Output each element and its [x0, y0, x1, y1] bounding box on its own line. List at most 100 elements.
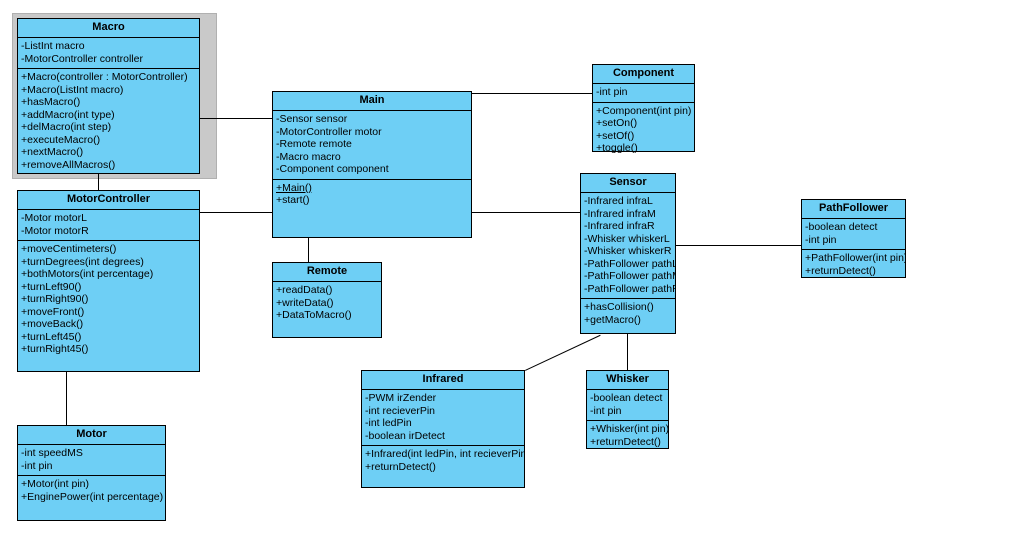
attribute-row: -Infrared infraM — [584, 207, 656, 220]
attribute-row: -Whisker whiskerL — [584, 232, 670, 245]
class-methods-infrared: +Infrared(int ledPin, int recieverPin) +… — [362, 446, 524, 476]
attribute-row: -Infrared infraR — [584, 220, 655, 232]
method-row: +Component(int pin) — [596, 104, 692, 117]
method-row: +setOn() — [596, 117, 638, 129]
class-attributes-component: -int pin — [593, 84, 694, 103]
class-box-motor[interactable]: Motor -int speedMS -int pin +Motor(int p… — [17, 425, 166, 521]
association-sensor-infrared — [525, 334, 601, 371]
method-row: +removeAllMacros() — [21, 158, 116, 171]
attribute-row: -Whisker whiskerR — [584, 245, 672, 257]
attribute-row: -int pin — [590, 404, 622, 417]
method-row: +bothMotors(int percentage) — [21, 268, 154, 280]
association-macro-main — [197, 118, 273, 119]
class-methods-main: +Main() +start() — [273, 180, 471, 210]
attribute-row: -Component component — [276, 163, 389, 175]
class-title-sensor: Sensor — [581, 174, 675, 193]
class-box-pathfollower[interactable]: PathFollower -boolean detect -int pin +P… — [801, 199, 906, 278]
method-row: +readData() — [276, 284, 333, 296]
class-attributes-motorcontroller: -Motor motorL -Motor motorR — [18, 210, 199, 241]
association-sensor-whisker — [627, 334, 628, 371]
class-attributes-macro: -ListInt macro -MotorController controll… — [18, 38, 199, 69]
attribute-row: -int speedMS — [21, 447, 83, 459]
class-title-pathfollower: PathFollower — [802, 200, 905, 219]
method-row: +turnLeft90() — [21, 280, 82, 293]
class-attributes-main: -Sensor sensor -MotorController motor -R… — [273, 111, 471, 180]
class-title-macro: Macro — [18, 19, 199, 38]
class-title-whisker: Whisker — [587, 371, 668, 390]
method-row: +Macro(ListInt macro) — [21, 83, 124, 96]
attribute-row: -MotorController motor — [276, 125, 382, 138]
attribute-row: -Macro macro — [276, 150, 341, 163]
method-row: +PathFollower(int pin) — [805, 252, 905, 264]
association-main-component — [472, 93, 593, 94]
class-methods-remote: +readData() +writeData() +DataToMacro() — [273, 282, 381, 325]
association-macro-motorcontroller — [98, 171, 99, 191]
attribute-row: -int pin — [596, 86, 628, 98]
method-row-static: +Main() — [276, 181, 312, 194]
class-title-main: Main — [273, 92, 471, 111]
attribute-row: -PathFollower pathR — [584, 282, 675, 295]
class-box-component[interactable]: Component -int pin +Component(int pin) +… — [592, 64, 695, 154]
method-row: +hasCollision() — [584, 301, 654, 313]
association-main-sensor — [472, 212, 580, 213]
method-row: +moveFront() — [21, 305, 85, 318]
attribute-row: -Motor motorR — [21, 224, 89, 237]
method-row: +moveBack() — [21, 318, 84, 330]
attribute-row: -PathFollower pathM — [584, 270, 675, 282]
attribute-row: -int ledPin — [365, 417, 412, 429]
association-sensor-pathfollower — [676, 245, 801, 246]
attribute-row: -int pin — [21, 459, 53, 472]
method-row: +turnRight90() — [21, 293, 89, 305]
attribute-row: -Infrared infraL — [584, 195, 653, 207]
attribute-row: -ListInt macro — [21, 40, 85, 52]
method-row: +returnDetect() — [365, 460, 436, 473]
association-motorcontroller-motor — [66, 371, 67, 425]
class-attributes-infrared: -PWM irZender -int recieverPin -int ledP… — [362, 390, 524, 446]
attribute-row: -Sensor sensor — [276, 113, 348, 125]
attribute-row: -boolean irDetect — [365, 429, 445, 442]
method-row: +executeMacro() — [21, 133, 101, 146]
class-methods-motor: +Motor(int pin) +EnginePower(int percent… — [18, 476, 165, 506]
class-box-sensor[interactable]: Sensor -Infrared infraL -Infrared infraM… — [580, 173, 676, 334]
method-row: +Macro(controller : MotorController) — [21, 71, 188, 83]
attribute-row: -boolean detect — [590, 392, 663, 404]
class-box-motorcontroller[interactable]: MotorController -Motor motorL -Motor mot… — [17, 190, 200, 372]
method-row: +turnLeft45() — [21, 330, 82, 343]
method-row: +returnDetect() — [590, 435, 661, 448]
class-attributes-whisker: -boolean detect -int pin — [587, 390, 668, 421]
method-row: +toggle() — [596, 142, 638, 154]
class-methods-macro: +Macro(controller : MotorController) +Ma… — [18, 69, 199, 174]
attribute-row: -int pin — [805, 233, 837, 246]
attribute-row: -Remote remote — [276, 138, 352, 150]
class-methods-motorcontroller: +moveCentimeters() +turnDegrees(int degr… — [18, 241, 199, 359]
attribute-row: -int recieverPin — [365, 404, 436, 417]
class-title-component: Component — [593, 65, 694, 84]
method-row: +Infrared(int ledPin, int recieverPin) — [365, 448, 524, 460]
attribute-row: -PathFollower pathL — [584, 257, 675, 270]
association-main-remote — [308, 238, 309, 262]
class-title-remote: Remote — [273, 263, 381, 282]
association-motorcontroller-main — [200, 212, 273, 213]
method-row: +DataToMacro() — [276, 309, 352, 321]
attribute-row: -MotorController controller — [21, 52, 143, 65]
attribute-row: -boolean detect — [805, 221, 878, 233]
method-row: +turnRight45() — [21, 343, 89, 355]
method-row: +returnDetect() — [805, 264, 876, 277]
method-row: +getMacro() — [584, 313, 641, 326]
method-row: +EnginePower(int percentage) — [21, 490, 164, 503]
class-title-infrared: Infrared — [362, 371, 524, 390]
attribute-row: -Motor motorL — [21, 212, 87, 224]
class-box-main[interactable]: Main -Sensor sensor -MotorController mot… — [272, 91, 472, 238]
class-box-infrared[interactable]: Infrared -PWM irZender -int recieverPin … — [361, 370, 525, 488]
method-row: +turnDegrees(int degrees) — [21, 255, 144, 268]
class-attributes-sensor: -Infrared infraL -Infrared infraM -Infra… — [581, 193, 675, 299]
class-title-motor: Motor — [18, 426, 165, 445]
class-box-macro[interactable]: Macro -ListInt macro -MotorController co… — [17, 18, 200, 174]
class-box-whisker[interactable]: Whisker -boolean detect -int pin +Whiske… — [586, 370, 669, 449]
class-box-remote[interactable]: Remote +readData() +writeData() +DataToM… — [272, 262, 382, 338]
class-attributes-pathfollower: -boolean detect -int pin — [802, 219, 905, 250]
method-row: +writeData() — [276, 296, 334, 309]
method-row: +Motor(int pin) — [21, 478, 89, 490]
class-methods-whisker: +Whisker(int pin) +returnDetect() — [587, 421, 668, 451]
